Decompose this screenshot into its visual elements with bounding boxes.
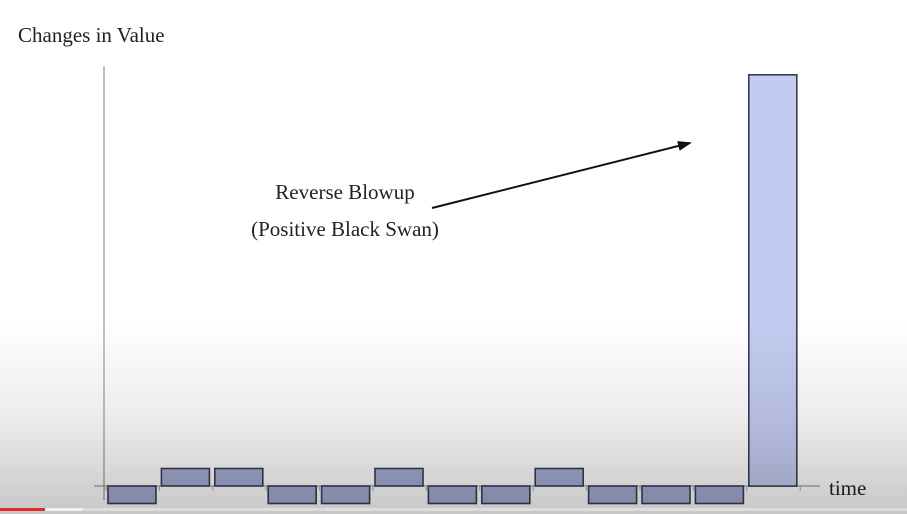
bar-7: [427, 485, 478, 505]
x-axis-ticks: [105, 486, 801, 491]
x-axis-label: time: [829, 476, 866, 500]
bar-11: [641, 485, 691, 505]
bar-6: [374, 467, 424, 487]
bar-3: [214, 467, 264, 487]
annotation-arrow: [431, 141, 692, 209]
video-progress-played: [0, 508, 46, 511]
annotation-line-1: Reverse Blowup: [275, 180, 414, 204]
bar-12: [694, 485, 745, 505]
annotation-line-2: (Positive Black Swan): [251, 217, 439, 241]
bar-2: [160, 467, 211, 487]
bar-4: [267, 485, 318, 505]
bar-1: [107, 485, 157, 505]
bars: [107, 74, 798, 505]
bar-10: [587, 485, 638, 505]
bar-9: [534, 467, 585, 487]
bar-5: [320, 485, 371, 505]
bar-8: [480, 485, 531, 505]
y-axis-label: Changes in Value: [18, 23, 165, 47]
bar-13: [747, 74, 798, 487]
video-progress-bar[interactable]: [0, 508, 907, 511]
